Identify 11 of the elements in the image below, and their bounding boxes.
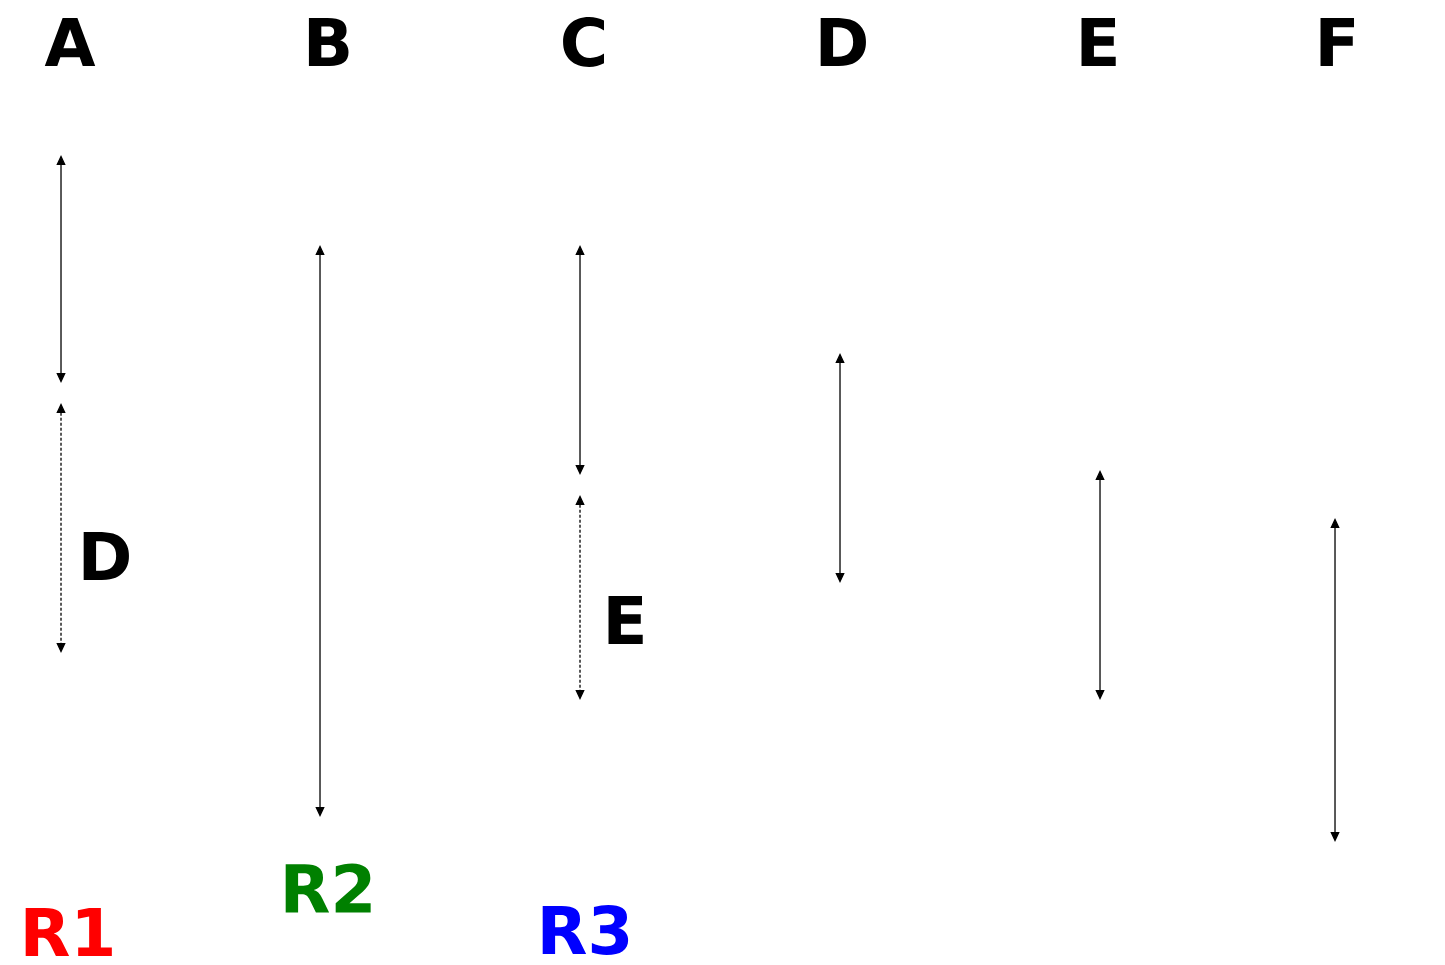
letter-label: R2 [285,863,371,913]
letter-label: E [608,595,643,645]
letter-label: E [1081,17,1116,67]
letter-label: D [820,17,866,67]
letter-label: B [308,17,349,67]
letter-label: R3 [542,905,629,955]
letter-label: C [563,17,604,67]
letter-label: A [44,17,96,67]
letter-label: F [1320,17,1354,67]
letter-label: D [83,531,129,581]
letter-label: R1 [25,907,112,957]
